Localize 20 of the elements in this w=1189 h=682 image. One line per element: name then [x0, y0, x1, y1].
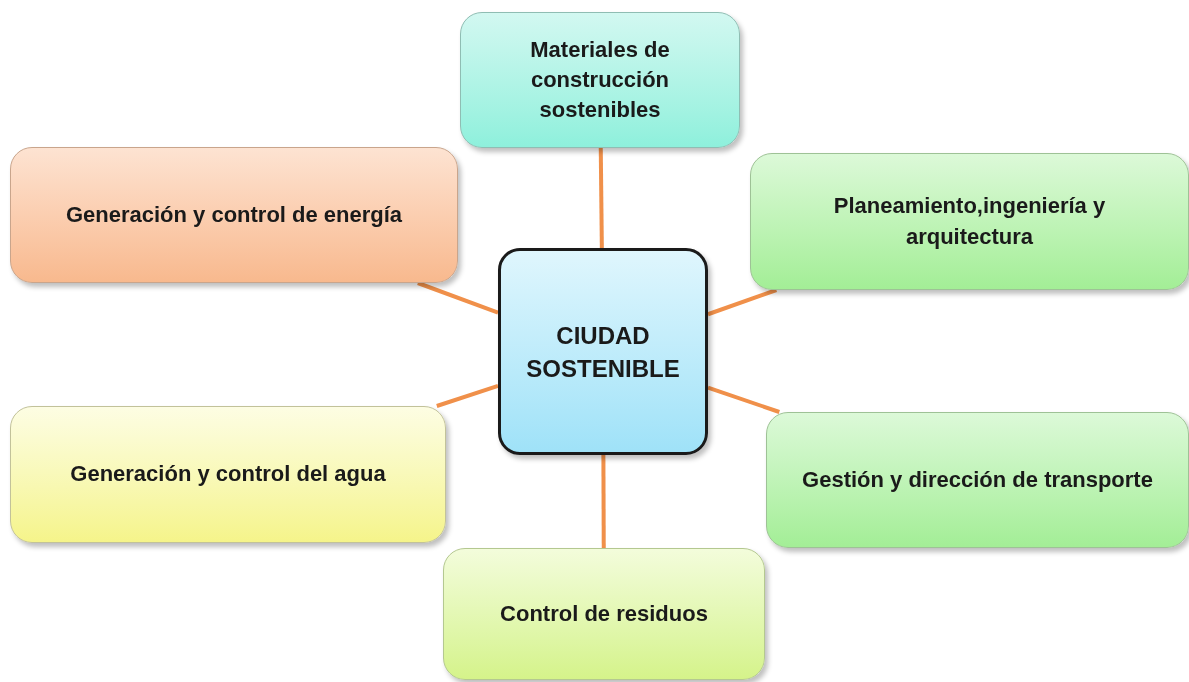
- node-label: CIUDAD SOSTENIBLE: [525, 320, 681, 384]
- node-label: Generación y control del agua: [70, 460, 386, 489]
- topic-box: [766, 412, 1189, 548]
- connector-line: [417, 281, 499, 315]
- node-label: Gestión y dirección de transporte: [802, 465, 1153, 494]
- topic-box: [750, 153, 1189, 290]
- central-box: [498, 248, 708, 455]
- node-label: Control de residuos: [500, 599, 708, 628]
- connector-line: [601, 455, 606, 548]
- connector-line: [598, 147, 604, 249]
- topic-box: [10, 406, 446, 543]
- node-label: Materiales de construcción sostenibles: [529, 35, 671, 125]
- node-label: Planeamiento,ingeniería y arquitectura: [832, 192, 1107, 251]
- connector-line: [707, 385, 780, 414]
- connector-line: [707, 288, 778, 317]
- topic-box: [443, 548, 765, 680]
- topic-box: [10, 147, 458, 283]
- topic-box: [460, 12, 740, 148]
- connector-line: [436, 384, 499, 408]
- node-label: Generación y control de energía: [65, 200, 403, 229]
